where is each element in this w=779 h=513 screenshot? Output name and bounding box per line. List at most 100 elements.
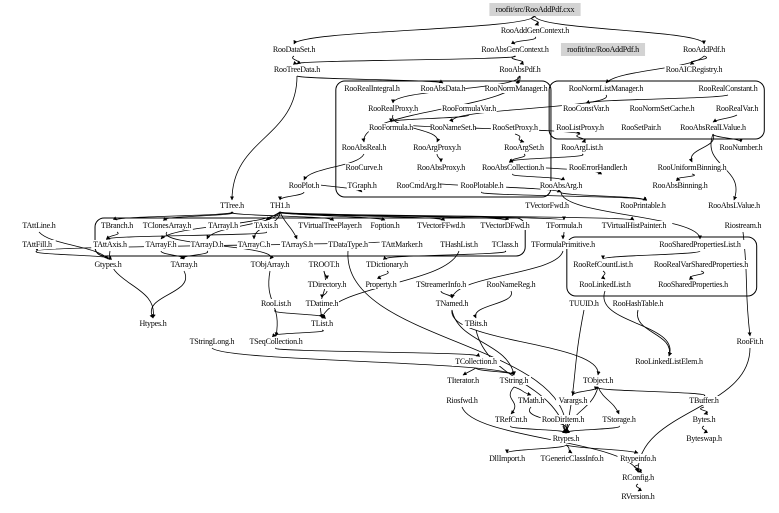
graph-node[interactable]: RooArgSet.h xyxy=(503,143,545,152)
graph-node[interactable]: TFormula.h xyxy=(545,221,583,230)
graph-node[interactable]: TMath.h xyxy=(517,396,545,405)
graph-node[interactable]: TString.h xyxy=(497,376,531,385)
graph-node[interactable]: TBits.h xyxy=(462,319,490,328)
graph-node[interactable]: TCollection.h xyxy=(451,357,501,366)
graph-node[interactable]: RooAbsRealLValue.h xyxy=(680,123,746,132)
graph-node[interactable]: RooAbsPdf.h xyxy=(499,65,541,74)
graph-node[interactable]: RooErrorHandler.h xyxy=(566,163,630,172)
graph-node[interactable]: RooConstVar.h xyxy=(561,104,611,113)
graph-node[interactable]: Byteswap.h xyxy=(685,434,723,443)
graph-node[interactable]: TDataType.h xyxy=(327,240,369,249)
graph-node[interactable]: TSeqCollection.h xyxy=(246,337,306,346)
graph-node[interactable]: RooListProxy.h xyxy=(554,123,606,132)
graph-node[interactable]: TArray.h xyxy=(168,260,200,269)
graph-node[interactable]: RooAICRegistry.h xyxy=(664,65,724,74)
graph-node[interactable]: RooAbsArg.h xyxy=(540,181,583,190)
graph-node[interactable]: roofit/inc/RooAddPdf.h xyxy=(560,43,646,56)
graph-node[interactable]: Foption.h xyxy=(368,221,402,230)
graph-node[interactable]: TClonesArray.h xyxy=(141,221,193,230)
graph-node[interactable]: RooDirItem.h xyxy=(540,415,586,424)
graph-node[interactable]: RooList.h xyxy=(259,299,293,308)
graph-node[interactable]: TIterator.h xyxy=(442,376,484,385)
graph-node[interactable]: TObjArray.h xyxy=(249,260,291,269)
graph-node[interactable]: TVirtualHistPainter.h xyxy=(595,221,673,230)
graph-node[interactable]: Riostream.h xyxy=(722,221,764,230)
graph-node[interactable]: TVirtualTreePlayer.h xyxy=(293,221,367,230)
graph-node[interactable]: RooTreeData.h xyxy=(272,65,322,74)
graph-node[interactable]: RooPlotable.h xyxy=(457,181,507,190)
graph-node[interactable]: RooAbsBinning.h xyxy=(652,181,708,190)
graph-node[interactable]: TVectorDFwd.h xyxy=(480,221,530,230)
graph-node[interactable]: THashList.h xyxy=(438,240,480,249)
graph-node[interactable]: RooNumber.h xyxy=(720,143,763,152)
graph-node[interactable]: RooPrintable.h xyxy=(617,201,669,210)
graph-node[interactable]: TArrayC.h xyxy=(237,240,271,249)
graph-node[interactable]: TStringLong.h xyxy=(187,337,237,346)
graph-node[interactable]: RooRealIntegral.h xyxy=(340,84,404,93)
graph-node[interactable]: TStreamerInfo.h xyxy=(413,280,469,289)
graph-node[interactable]: RooArgList.h xyxy=(559,143,605,152)
graph-node[interactable]: TAttAxis.h xyxy=(91,240,129,249)
graph-node[interactable]: TGenericClassInfo.h xyxy=(537,454,607,463)
graph-node[interactable]: Rtypeinfo.h xyxy=(617,454,659,463)
graph-node[interactable]: Varargs.h xyxy=(556,396,590,405)
graph-node[interactable]: RooLinkedList.h xyxy=(577,280,633,289)
graph-node[interactable]: TGraph.h xyxy=(346,181,378,190)
graph-node[interactable]: TDatime.h xyxy=(305,299,339,308)
graph-node[interactable]: TAttFill.h xyxy=(18,240,56,249)
graph-node[interactable]: RooAbsGenContext.h xyxy=(481,45,549,54)
graph-node[interactable]: Riosfwd.h xyxy=(445,396,479,405)
graph-node[interactable]: RooNormSetCache.h xyxy=(630,104,695,113)
graph-node[interactable]: RooCurve.h xyxy=(345,163,383,172)
graph-node[interactable]: RooNameSet.h xyxy=(430,123,477,132)
graph-node[interactable]: RooSharedPropertiesList.h xyxy=(654,240,746,249)
graph-node[interactable]: RooPlot.h xyxy=(287,181,321,190)
graph-node[interactable]: TROOT.h xyxy=(309,260,340,269)
graph-node[interactable]: RooFormula.h xyxy=(368,123,414,132)
graph-node[interactable]: RooSharedProperties.h xyxy=(654,280,732,289)
graph-node[interactable]: RooAbsCollection.h xyxy=(480,163,546,172)
graph-node[interactable]: Bytes.h xyxy=(690,415,718,424)
graph-node[interactable]: RooCmdArg.h xyxy=(397,181,442,190)
graph-node[interactable]: TArrayI.h xyxy=(206,221,240,230)
graph-node[interactable]: RooSetPair.h xyxy=(618,123,664,132)
graph-node[interactable]: RooNormManager.h xyxy=(485,84,548,93)
graph-node[interactable]: Htypes.h xyxy=(137,319,169,328)
graph-node[interactable]: TH1.h xyxy=(270,201,290,210)
graph-node[interactable]: TAttMarker.h xyxy=(379,240,425,249)
graph-node[interactable]: RooRealVar.h xyxy=(714,104,760,113)
graph-node[interactable]: TArrayF.h xyxy=(144,240,178,249)
graph-node[interactable]: RooAbsData.h xyxy=(421,84,466,93)
graph-node[interactable]: TFormulaPrimitive.h xyxy=(528,240,598,249)
graph-node[interactable]: TBranch.h xyxy=(100,221,134,230)
graph-node[interactable]: TAxis.h xyxy=(252,221,280,230)
graph-node[interactable]: RooAbsLValue.h xyxy=(708,201,760,210)
graph-node[interactable]: RConfig.h xyxy=(621,473,655,482)
graph-node[interactable]: RooLinkedListElem.h xyxy=(634,357,704,366)
graph-node[interactable]: TList.h xyxy=(308,319,336,328)
graph-node[interactable]: RooRealProxy.h xyxy=(367,104,419,113)
graph-node[interactable]: DllImport.h xyxy=(486,454,528,463)
graph-node[interactable]: TObject.h xyxy=(581,376,615,385)
graph-node[interactable]: TArrayD.h xyxy=(190,240,224,249)
graph-node[interactable]: TAttLine.h xyxy=(20,221,58,230)
graph-node[interactable]: RooArgProxy.h xyxy=(412,143,461,152)
graph-node[interactable]: RooRealConstant.h xyxy=(696,84,760,93)
graph-node[interactable]: TClass.h xyxy=(489,240,521,249)
graph-node[interactable]: RooAddGenContext.h xyxy=(501,26,569,35)
graph-node[interactable]: TRefCnt.h xyxy=(494,415,528,424)
graph-node[interactable]: RooDataSet.h xyxy=(271,45,317,54)
graph-node[interactable]: RooAbsReal.h xyxy=(341,143,387,152)
graph-node[interactable]: RVersion.h xyxy=(619,492,657,501)
graph-node[interactable]: RooUniformBinning.h xyxy=(657,163,727,172)
graph-node[interactable]: TStorage.h xyxy=(600,415,638,424)
graph-node[interactable]: RooHashTable.h xyxy=(612,299,664,308)
graph-node[interactable]: roofit/src/RooAddPdf.cxx xyxy=(489,3,581,16)
graph-node[interactable]: RooSetProxy.h xyxy=(490,123,540,132)
graph-node[interactable]: RooAddPdf.h xyxy=(683,45,725,54)
graph-node[interactable]: TDictionary.h xyxy=(362,260,412,269)
graph-node[interactable]: RooFit.h xyxy=(734,337,766,346)
graph-node[interactable]: RooRefCountList.h xyxy=(571,260,635,269)
graph-node[interactable]: TUUID.h xyxy=(569,299,599,308)
graph-node[interactable]: Property.h xyxy=(362,280,400,289)
